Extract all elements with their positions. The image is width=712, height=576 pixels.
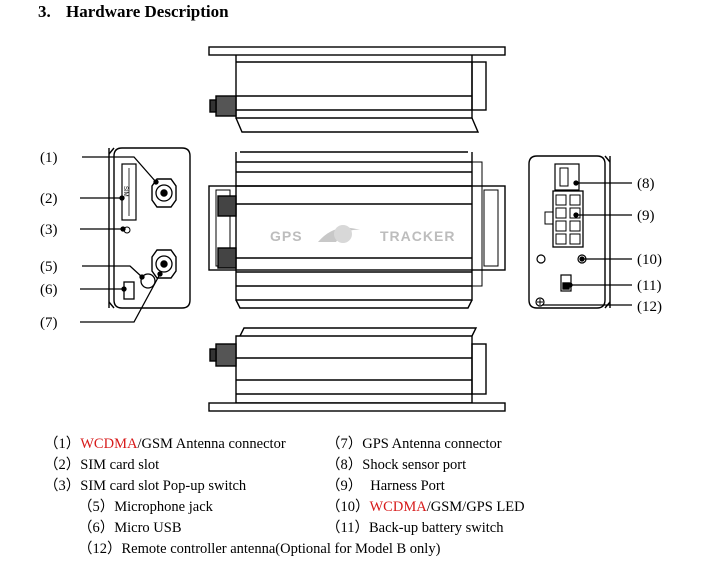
legend-item-6: （6）Micro USB bbox=[78, 516, 182, 537]
legend-text: /GSM Antenna connector bbox=[137, 436, 286, 452]
section-number: 3. bbox=[38, 2, 51, 21]
sim-label: SIM bbox=[122, 186, 128, 197]
bottom-view bbox=[208, 327, 506, 412]
legend-num: （2） bbox=[44, 457, 81, 473]
legend-num: （12） bbox=[78, 541, 122, 557]
legend-num: （7） bbox=[326, 436, 363, 452]
callout-10: (10) bbox=[637, 252, 662, 268]
callout-7: (7) bbox=[40, 315, 58, 331]
logo-left-text: GPS bbox=[270, 228, 303, 244]
legend-item-8: （8）Shock sensor port bbox=[326, 453, 466, 474]
top-connector bbox=[209, 95, 237, 117]
legend-red-text: WCDMA bbox=[80, 436, 138, 452]
section-heading: 3. Hardware Description bbox=[38, 2, 229, 22]
section-title: Hardware Description bbox=[66, 2, 229, 21]
shock-sensor-port bbox=[554, 163, 580, 191]
callout-12: (12) bbox=[637, 299, 662, 315]
legend-item-7: （7）GPS Antenna connector bbox=[326, 432, 502, 453]
legend-num: （6） bbox=[78, 520, 115, 536]
legend-num: （11） bbox=[326, 520, 369, 536]
legend-text: Micro USB bbox=[114, 520, 182, 536]
legend-num: （9） bbox=[326, 478, 363, 494]
legend-text: Shock sensor port bbox=[362, 457, 467, 473]
legend-num: （5） bbox=[78, 499, 115, 515]
microphone-jack bbox=[140, 273, 156, 289]
left-end-view bbox=[108, 147, 191, 309]
callout-11: (11) bbox=[637, 278, 661, 294]
gps-antenna-connector bbox=[151, 249, 177, 279]
legend-item-10: （10）WCDMA/GSM/GPS LED bbox=[326, 495, 525, 516]
legend-text: /GSM/GPS LED bbox=[426, 499, 525, 515]
main-connector-bottom bbox=[217, 247, 237, 269]
legend-text: SIM card slot Pop-up switch bbox=[80, 478, 247, 494]
callout-1: (1) bbox=[40, 150, 58, 166]
callout-3: (3) bbox=[40, 222, 58, 238]
legend-text: Back-up battery switch bbox=[368, 520, 504, 536]
main-connector-top bbox=[217, 195, 237, 217]
hardware-diagram: GPS TRACKER SIM (1) (2) (3) (5) (6) (7) … bbox=[40, 46, 662, 412]
sim-slot bbox=[121, 163, 137, 221]
callout-2: (2) bbox=[40, 191, 58, 207]
harness-port bbox=[544, 190, 584, 248]
legend-item-9: （9） Harness Port bbox=[326, 474, 445, 495]
legend-item-1: （1）WCDMA/GSM Antenna connector bbox=[44, 432, 286, 453]
left-callout-lines bbox=[80, 156, 163, 323]
main-body-view bbox=[208, 151, 506, 309]
legend-red-text: WCDMA bbox=[369, 499, 427, 515]
legend-text: Remote controller antenna(Optional for M… bbox=[121, 541, 441, 557]
legend-item-3: （3）SIM card slot Pop-up switch bbox=[44, 474, 246, 495]
legend-item-2: （2）SIM card slot bbox=[44, 453, 159, 474]
callout-6: (6) bbox=[40, 282, 58, 298]
legend-text: Harness Port bbox=[370, 478, 445, 494]
right-callout-lines bbox=[542, 180, 632, 306]
callout-8: (8) bbox=[637, 176, 655, 192]
legend-text: SIM card slot bbox=[80, 457, 160, 473]
legend-item-11: （11）Back-up battery switch bbox=[326, 516, 503, 537]
bottom-connector bbox=[209, 343, 237, 367]
callout-9: (9) bbox=[637, 208, 655, 224]
legend-item-12: （12）Remote controller antenna(Optional f… bbox=[78, 537, 440, 558]
logo-right-text: TRACKER bbox=[380, 228, 455, 244]
screw-icon bbox=[535, 297, 545, 307]
top-view bbox=[208, 46, 506, 133]
right-end-view bbox=[528, 155, 611, 309]
legend-num: （10） bbox=[326, 499, 370, 515]
legend-text: GPS Antenna connector bbox=[362, 436, 502, 452]
legend-num: （3） bbox=[44, 478, 81, 494]
legend-num: （1） bbox=[44, 436, 81, 452]
legend-text: Microphone jack bbox=[114, 499, 213, 515]
legend-item-5: （5）Microphone jack bbox=[78, 495, 213, 516]
callout-5: (5) bbox=[40, 259, 58, 275]
legend: （1）WCDMA/GSM Antenna connector （2）SIM ca… bbox=[0, 429, 712, 569]
legend-num: （8） bbox=[326, 457, 363, 473]
gsm-antenna-connector bbox=[151, 178, 177, 208]
logo-swoosh bbox=[318, 225, 360, 243]
